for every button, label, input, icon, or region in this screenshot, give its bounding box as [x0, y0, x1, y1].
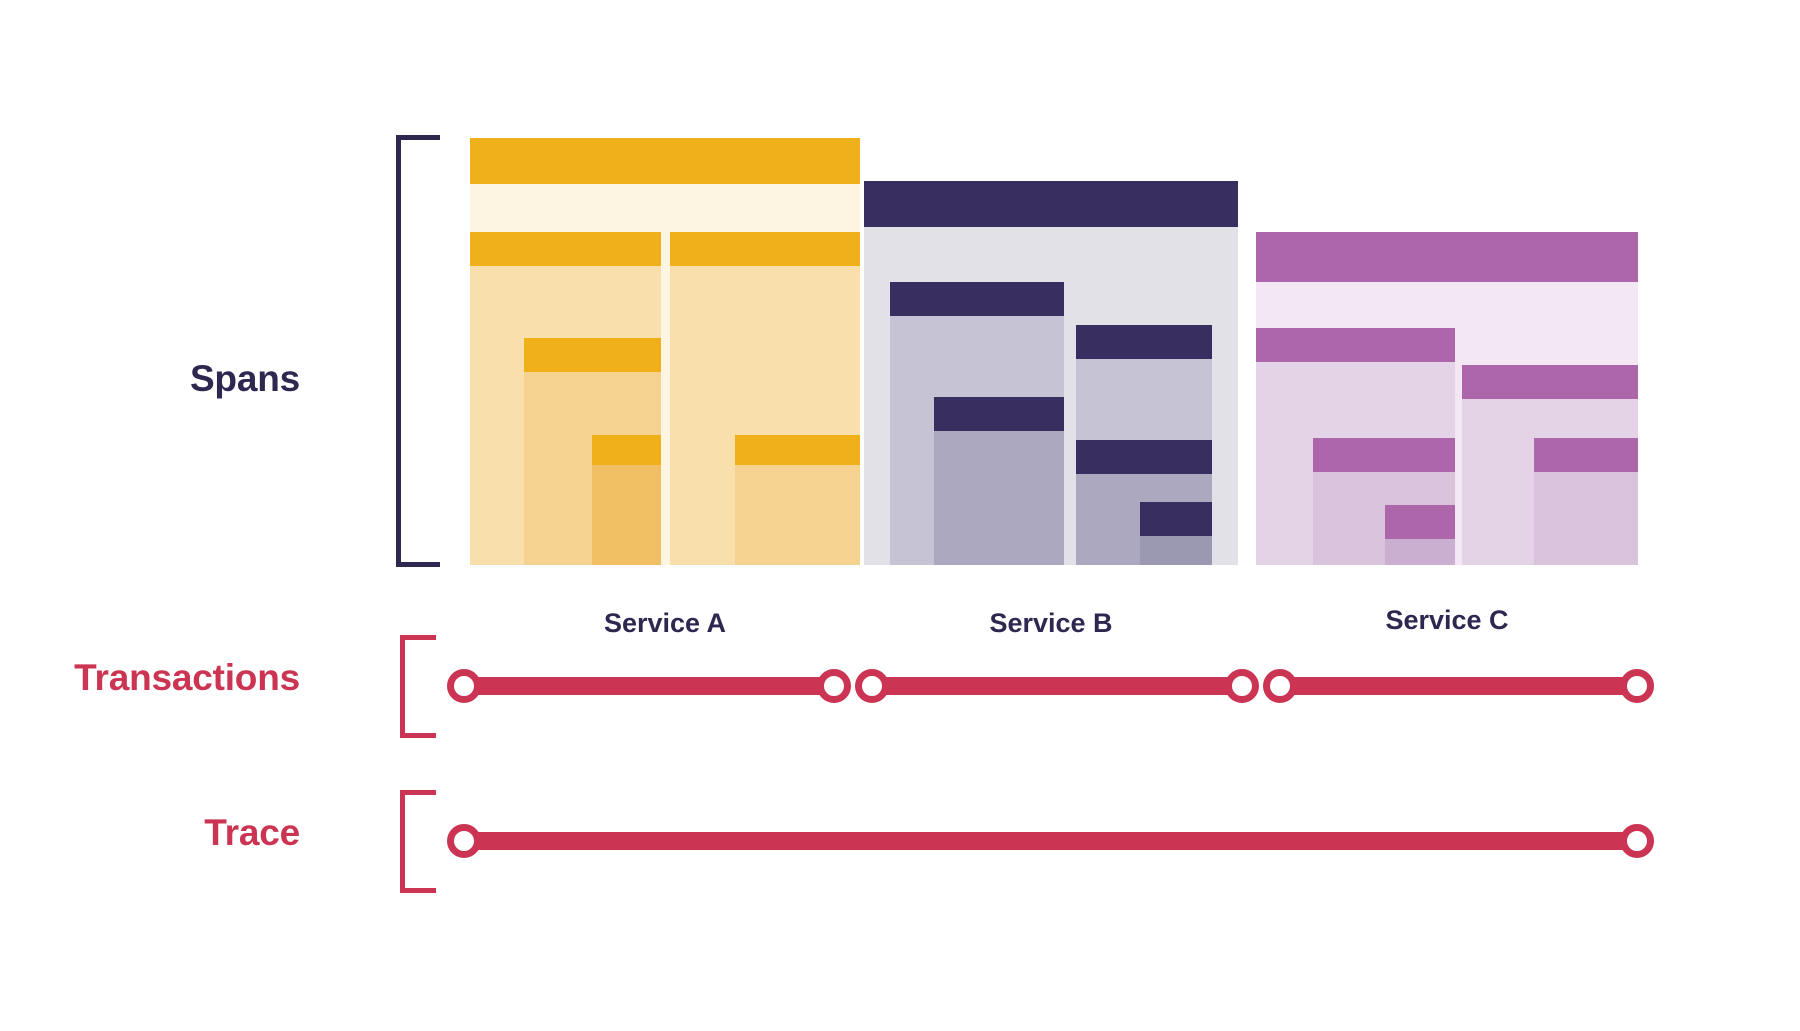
span-bar-a5-header	[735, 435, 860, 465]
service-label-a: Service A	[603, 608, 727, 638]
span-bar-a4-header	[670, 232, 860, 266]
span-bar-a5-body	[735, 465, 860, 565]
row-label-spans: Spans	[189, 358, 300, 399]
span-bar-c1-header	[1256, 328, 1455, 362]
span-bar-b5-header	[1140, 502, 1212, 536]
span-bar-a2-header	[524, 338, 661, 372]
transactions-bracket	[400, 635, 436, 738]
transaction-node-a-start[interactable]	[447, 669, 481, 703]
span-bar-b1-header	[890, 282, 1064, 316]
row-label-transactions: Transactions	[74, 657, 300, 698]
trace-node-end[interactable]	[1620, 824, 1654, 858]
transaction-segment-a[interactable]	[455, 677, 835, 695]
trace-node-start[interactable]	[447, 824, 481, 858]
transaction-segment-c[interactable]	[1271, 677, 1637, 695]
span-bar-a3-body	[592, 465, 661, 565]
spans-bracket	[396, 135, 440, 567]
span-bar-c5-header	[1534, 438, 1638, 472]
span-bar-c3-body	[1385, 539, 1455, 565]
span-bar-c5-body	[1534, 472, 1638, 565]
trace-bracket	[400, 790, 436, 893]
span-bar-b2-body	[934, 431, 1064, 565]
span-bar-b3-header	[1076, 325, 1212, 359]
span-bar-b2-header	[934, 397, 1064, 431]
span-group-service-b	[864, 181, 1238, 565]
span-bar-b5-body	[1140, 536, 1212, 565]
service-label-b: Service B	[989, 608, 1113, 638]
service-label-c: Service C	[1385, 605, 1509, 635]
span-bar-b4-header	[1076, 440, 1212, 474]
span-bar-a1-header	[470, 232, 661, 266]
span-bar-b0-header	[864, 181, 1238, 227]
transaction-node-b-start[interactable]	[855, 669, 889, 703]
span-bar-a3-header	[592, 435, 661, 465]
row-label-trace: Trace	[204, 812, 300, 853]
transaction-node-a-end[interactable]	[817, 669, 851, 703]
span-bar-c2-header	[1313, 438, 1455, 472]
transaction-node-c-start[interactable]	[1263, 669, 1297, 703]
span-bar-c4-header	[1462, 365, 1638, 399]
span-bar-c0-header	[1256, 232, 1638, 282]
transaction-node-b-end[interactable]	[1225, 669, 1259, 703]
span-bar-c3-header	[1385, 505, 1455, 539]
trace-segment[interactable]	[455, 832, 1637, 850]
span-group-service-a	[470, 138, 860, 565]
span-bar-a0-header	[470, 138, 860, 184]
span-group-service-c	[1256, 232, 1638, 565]
transaction-segment-b[interactable]	[863, 677, 1243, 695]
transaction-node-c-end[interactable]	[1620, 669, 1654, 703]
